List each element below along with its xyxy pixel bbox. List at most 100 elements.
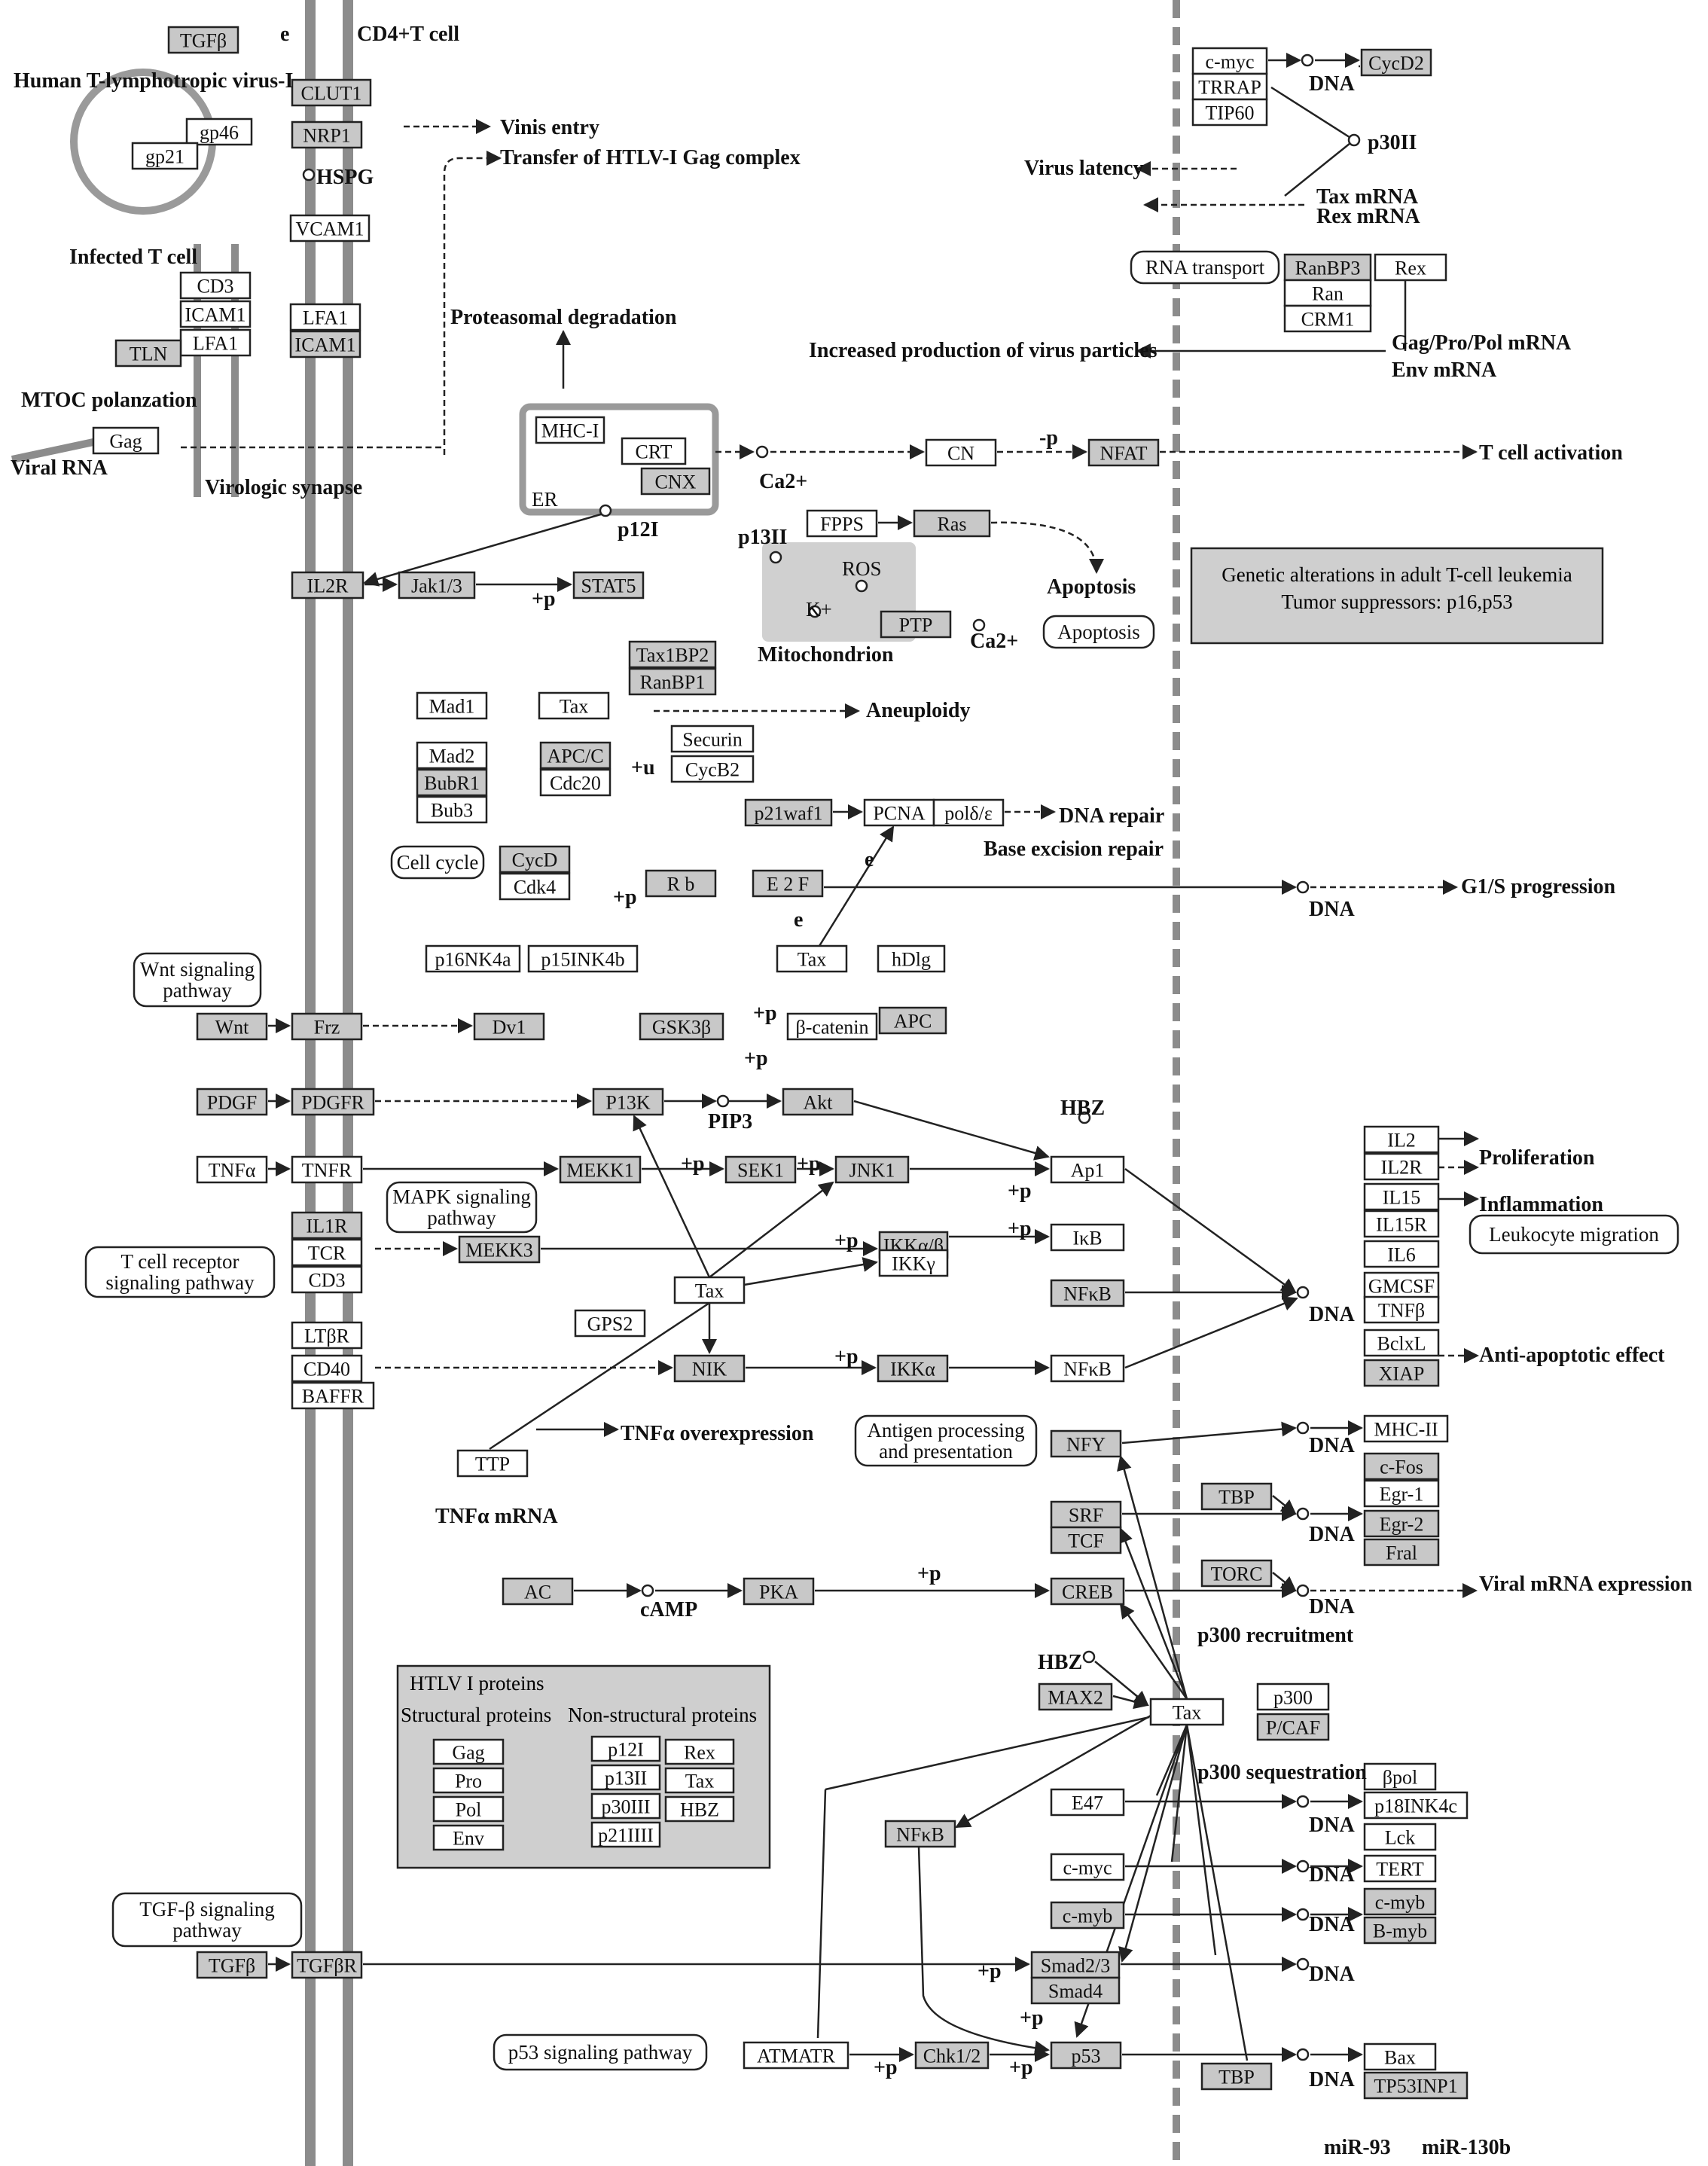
gene-box-frz[interactable]: Frz bbox=[291, 1012, 363, 1041]
gene-box-jnk1[interactable]: JNK1 bbox=[834, 1155, 910, 1184]
gene-box-ranbp3[interactable]: RanBP3 bbox=[1283, 253, 1372, 282]
gene-box-p18ink4c[interactable]: p18INK4c bbox=[1363, 1791, 1469, 1820]
gene-box-fral[interactable]: Fral bbox=[1363, 1538, 1440, 1567]
gene-box-tbp_a[interactable]: TBP bbox=[1200, 1482, 1273, 1511]
gene-box-poldelta[interactable]: polδ/ε bbox=[932, 798, 1005, 827]
gene-box-tax_a[interactable]: Tax bbox=[538, 691, 610, 720]
gene-box-nik[interactable]: NIK bbox=[673, 1354, 746, 1383]
gene-box-xiap[interactable]: XIAP bbox=[1363, 1359, 1440, 1387]
gene-box-apc[interactable]: APC bbox=[878, 1006, 947, 1035]
gene-box-mad1[interactable]: Mad1 bbox=[416, 691, 488, 720]
gene-box-nfy[interactable]: NFY bbox=[1050, 1429, 1122, 1458]
gene-box-il2r_right[interactable]: IL2R bbox=[1363, 1152, 1440, 1181]
gene-box-cn[interactable]: CN bbox=[925, 438, 997, 467]
gene-box-cfos[interactable]: c-Fos bbox=[1363, 1452, 1440, 1481]
gene-box-stat5[interactable]: STAT5 bbox=[572, 571, 645, 599]
gene-box-tgfb_top[interactable]: TGFβ bbox=[167, 26, 239, 54]
gene-box-nfkb_a[interactable]: NFκB bbox=[1050, 1279, 1125, 1307]
gene-box-bax[interactable]: Bax bbox=[1363, 2042, 1437, 2071]
pathway-link[interactable]: Leukocyte migration bbox=[1469, 1214, 1679, 1255]
gene-box-creb[interactable]: CREB bbox=[1050, 1577, 1125, 1606]
gene-box-cdk4[interactable]: Cdk4 bbox=[499, 872, 571, 901]
gene-box-gp21[interactable]: gp21 bbox=[131, 142, 199, 170]
gene-box-ptp[interactable]: PTP bbox=[880, 610, 952, 639]
gene-box-mad2[interactable]: Mad2 bbox=[416, 741, 488, 770]
gene-box-mekk3[interactable]: MEKK3 bbox=[458, 1235, 541, 1264]
gene-box-nrp1[interactable]: NRP1 bbox=[291, 121, 363, 149]
gene-box-icam1b[interactable]: ICAM1 bbox=[289, 330, 361, 358]
pathway-link[interactable]: RNA transport bbox=[1130, 250, 1280, 285]
gene-box-cmyb_r[interactable]: c-myb bbox=[1363, 1887, 1437, 1916]
gene-box-wnt[interactable]: Wnt bbox=[196, 1012, 268, 1041]
gene-box-cmyc_top[interactable]: c-myc bbox=[1191, 47, 1268, 75]
gene-box-dv1[interactable]: Dv1 bbox=[473, 1012, 545, 1041]
gene-box-gps2[interactable]: GPS2 bbox=[574, 1309, 646, 1338]
gene-box-tax_c[interactable]: Tax bbox=[673, 1276, 746, 1304]
gene-box-pdgf[interactable]: PDGF bbox=[196, 1088, 268, 1116]
gene-box-baffr[interactable]: BAFFR bbox=[291, 1381, 375, 1410]
gene-box-ap1[interactable]: Ap1 bbox=[1050, 1155, 1125, 1184]
pathway-link[interactable]: Apoptosis bbox=[1042, 615, 1155, 649]
gene-box-tnfb[interactable]: TNFβ bbox=[1363, 1295, 1440, 1324]
gene-box-lfa1a[interactable]: LFA1 bbox=[289, 303, 361, 331]
gene-box-cd3a[interactable]: CD3 bbox=[179, 271, 252, 300]
gene-box-tcr[interactable]: TCR bbox=[291, 1238, 363, 1267]
gene-box-tgfb_bot[interactable]: TGFβ bbox=[196, 1951, 268, 1979]
gene-box-tnfa[interactable]: TNFα bbox=[196, 1155, 268, 1184]
gene-box-tax_d[interactable]: Tax bbox=[1149, 1698, 1225, 1726]
gene-box-bcatenin[interactable]: β-catenin bbox=[786, 1012, 878, 1041]
gene-box-crm1[interactable]: CRM1 bbox=[1283, 304, 1372, 333]
gene-box-torc[interactable]: TORC bbox=[1200, 1559, 1273, 1588]
gene-box-sek1[interactable]: SEK1 bbox=[724, 1155, 797, 1184]
gene-box-mekk1[interactable]: MEKK1 bbox=[559, 1155, 642, 1184]
gene-box-smad23[interactable]: Smad2/3 bbox=[1030, 1951, 1121, 1979]
gene-box-ikb[interactable]: IκB bbox=[1050, 1223, 1125, 1252]
gene-box-ranbp1[interactable]: RanBP1 bbox=[628, 667, 717, 696]
gene-box-il15r[interactable]: IL15R bbox=[1363, 1210, 1440, 1238]
gene-box-bmyb[interactable]: B-myb bbox=[1363, 1916, 1437, 1945]
gene-box-securin[interactable]: Securin bbox=[670, 725, 755, 753]
gene-box-atmatr[interactable]: ATMATR bbox=[743, 2041, 849, 2070]
gene-box-gp46[interactable]: gp46 bbox=[185, 117, 253, 146]
gene-box-il15[interactable]: IL15 bbox=[1363, 1182, 1440, 1211]
gene-box-gag[interactable]: Gag bbox=[92, 426, 160, 455]
gene-box-ac[interactable]: AC bbox=[502, 1577, 574, 1606]
gene-box-fpps[interactable]: FPPS bbox=[806, 509, 878, 538]
gene-box-srf[interactable]: SRF bbox=[1050, 1500, 1122, 1529]
gene-box-p300[interactable]: p300 bbox=[1256, 1682, 1330, 1711]
gene-box-pka[interactable]: PKA bbox=[743, 1577, 815, 1606]
gene-box-trrap[interactable]: TRRAP bbox=[1191, 72, 1268, 101]
gene-box-p21waf1[interactable]: p21waf1 bbox=[744, 798, 833, 827]
gene-box-tert[interactable]: TERT bbox=[1363, 1854, 1437, 1883]
gene-box-tip60[interactable]: TIP60 bbox=[1191, 98, 1268, 127]
gene-box-tax1bp2[interactable]: Tax1BP2 bbox=[628, 640, 717, 669]
gene-box-cmyb_b[interactable]: c-myb bbox=[1050, 1901, 1125, 1930]
gene-box-e2f[interactable]: E 2 F bbox=[752, 869, 824, 898]
gene-box-cycd[interactable]: CycD bbox=[499, 845, 571, 874]
gene-box-crt[interactable]: CRT bbox=[621, 437, 687, 465]
gene-box-vcam1[interactable]: VCAM1 bbox=[289, 214, 371, 243]
gene-box-tnfr[interactable]: TNFR bbox=[291, 1155, 363, 1184]
gene-box-clut1[interactable]: CLUT1 bbox=[291, 78, 372, 107]
gene-box-icam1a[interactable]: ICAM1 bbox=[179, 300, 252, 328]
gene-box-e47[interactable]: E47 bbox=[1050, 1788, 1125, 1817]
gene-box-gmcsf[interactable]: GMCSF bbox=[1363, 1271, 1440, 1300]
gene-box-bclxl[interactable]: BclxL bbox=[1363, 1329, 1440, 1357]
gene-box-il2[interactable]: IL2 bbox=[1363, 1125, 1440, 1154]
gene-box-il1r[interactable]: IL1R bbox=[291, 1211, 363, 1240]
gene-box-bub3[interactable]: Bub3 bbox=[416, 795, 488, 824]
gene-box-ikkg[interactable]: IKKγ bbox=[878, 1249, 949, 1277]
gene-box-pcaf[interactable]: P/CAF bbox=[1256, 1713, 1330, 1741]
gene-box-tax_b[interactable]: Tax bbox=[776, 944, 848, 973]
gene-box-ikka[interactable]: IKKα bbox=[877, 1354, 949, 1383]
pathway-link[interactable]: p53 signaling pathway bbox=[493, 2033, 708, 2071]
gene-box-tbp_b[interactable]: TBP bbox=[1200, 2062, 1273, 2091]
gene-box-p13k[interactable]: P13K bbox=[592, 1088, 664, 1116]
gene-box-cd3b[interactable]: CD3 bbox=[291, 1265, 363, 1294]
gene-box-ran[interactable]: Ran bbox=[1283, 279, 1372, 307]
